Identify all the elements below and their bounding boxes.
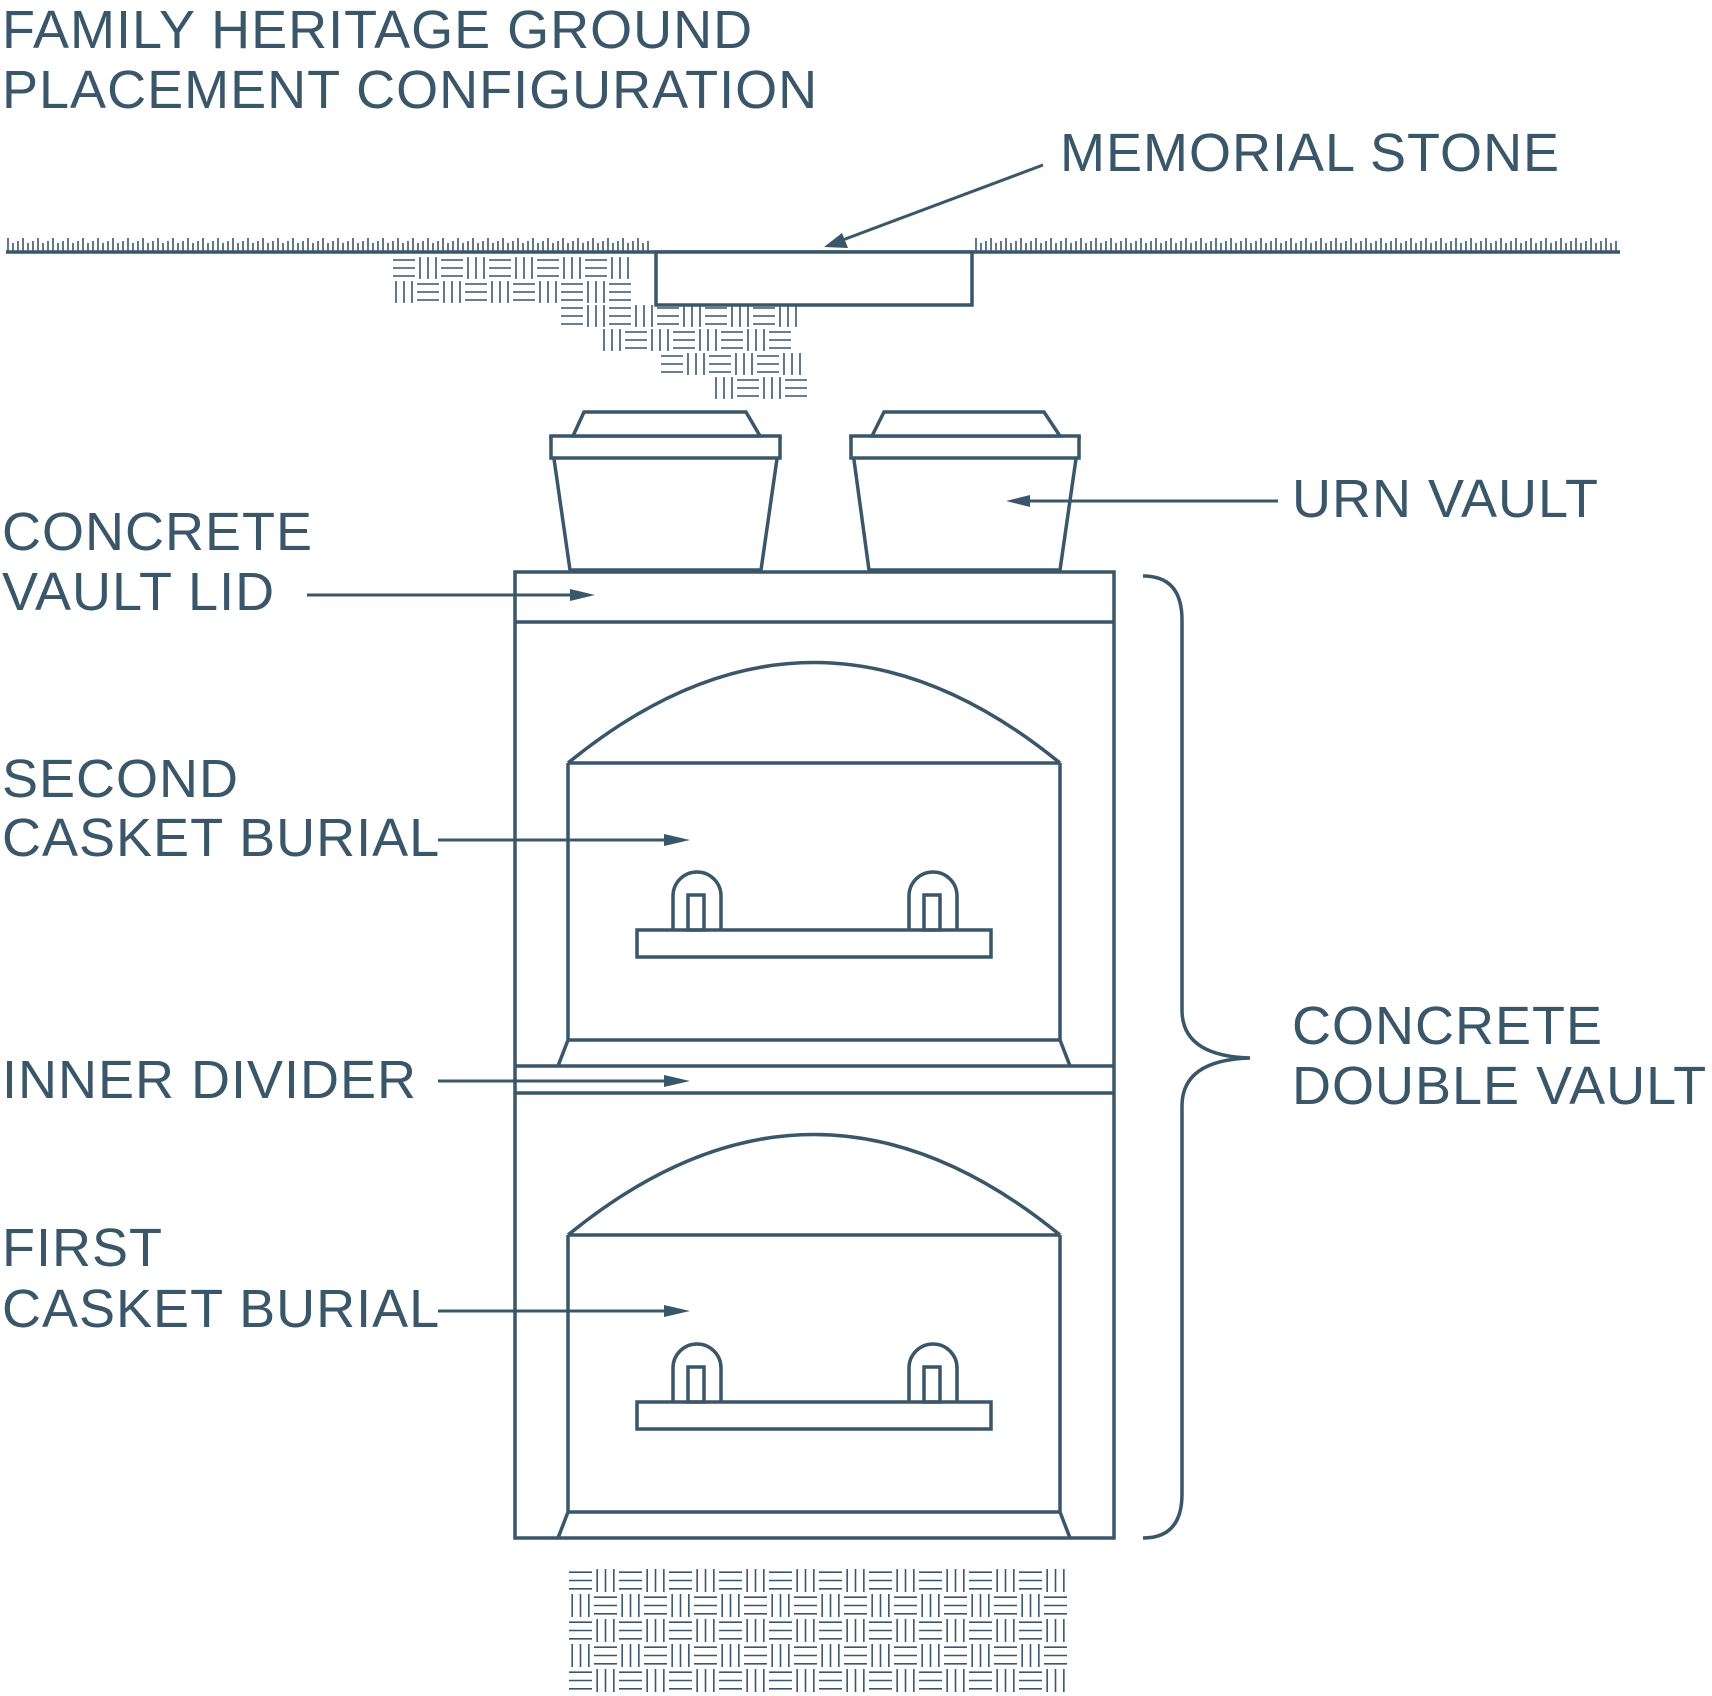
label-double-vault-line1: CONCRETE (1292, 996, 1603, 1056)
label-double-vault-line2: DOUBLE VAULT (1292, 1056, 1707, 1116)
memorial-stone-arrow-line (839, 163, 1044, 243)
label-first-casket-line2: CASKET BURIAL (2, 1279, 440, 1339)
casket-second (556, 660, 1072, 1067)
memorial-stone-arrowhead (824, 233, 848, 248)
diagram-title-line1: FAMILY HERITAGE GROUND (2, 0, 753, 60)
ground-surface (6, 238, 1620, 254)
label-urn-vault: URN VAULT (1292, 469, 1599, 529)
label-inner-divider: INNER DIVIDER (2, 1050, 417, 1110)
label-second-casket-line1: SECOND (2, 749, 239, 809)
vault-outer-wall (513, 570, 1116, 1540)
diagram-title-line2: PLACEMENT CONFIGURATION (2, 60, 818, 120)
urn-vault-arrowhead (1006, 495, 1030, 507)
first-casket-arrowhead (664, 1305, 690, 1317)
casket-first (556, 1132, 1072, 1539)
vault-lid-arrowhead (570, 589, 595, 601)
second-casket-arrowhead (664, 834, 690, 846)
label-first-casket-line1: FIRST (2, 1218, 163, 1278)
grass-texture-right (975, 238, 1617, 252)
inner-divider-arrowhead (664, 1075, 690, 1087)
double-vault-bracket (1142, 574, 1251, 1540)
urn-vault-right (848, 410, 1082, 572)
label-second-casket-line2: CASKET BURIAL (2, 808, 440, 868)
label-memorial-stone: MEMORIAL STONE (1060, 123, 1560, 183)
concrete-double-vault (513, 570, 1116, 1540)
grass-texture-left (7, 238, 649, 252)
label-arrows (307, 163, 1278, 1317)
soil-texture-lower (569, 1569, 1067, 1692)
urn-vault-left (548, 410, 783, 572)
soil-texture-upper (393, 257, 807, 399)
memorial-stone (654, 250, 974, 307)
label-concrete-vault-lid-line1: CONCRETE (2, 502, 313, 562)
label-concrete-vault-lid-line2: VAULT LID (2, 562, 275, 622)
